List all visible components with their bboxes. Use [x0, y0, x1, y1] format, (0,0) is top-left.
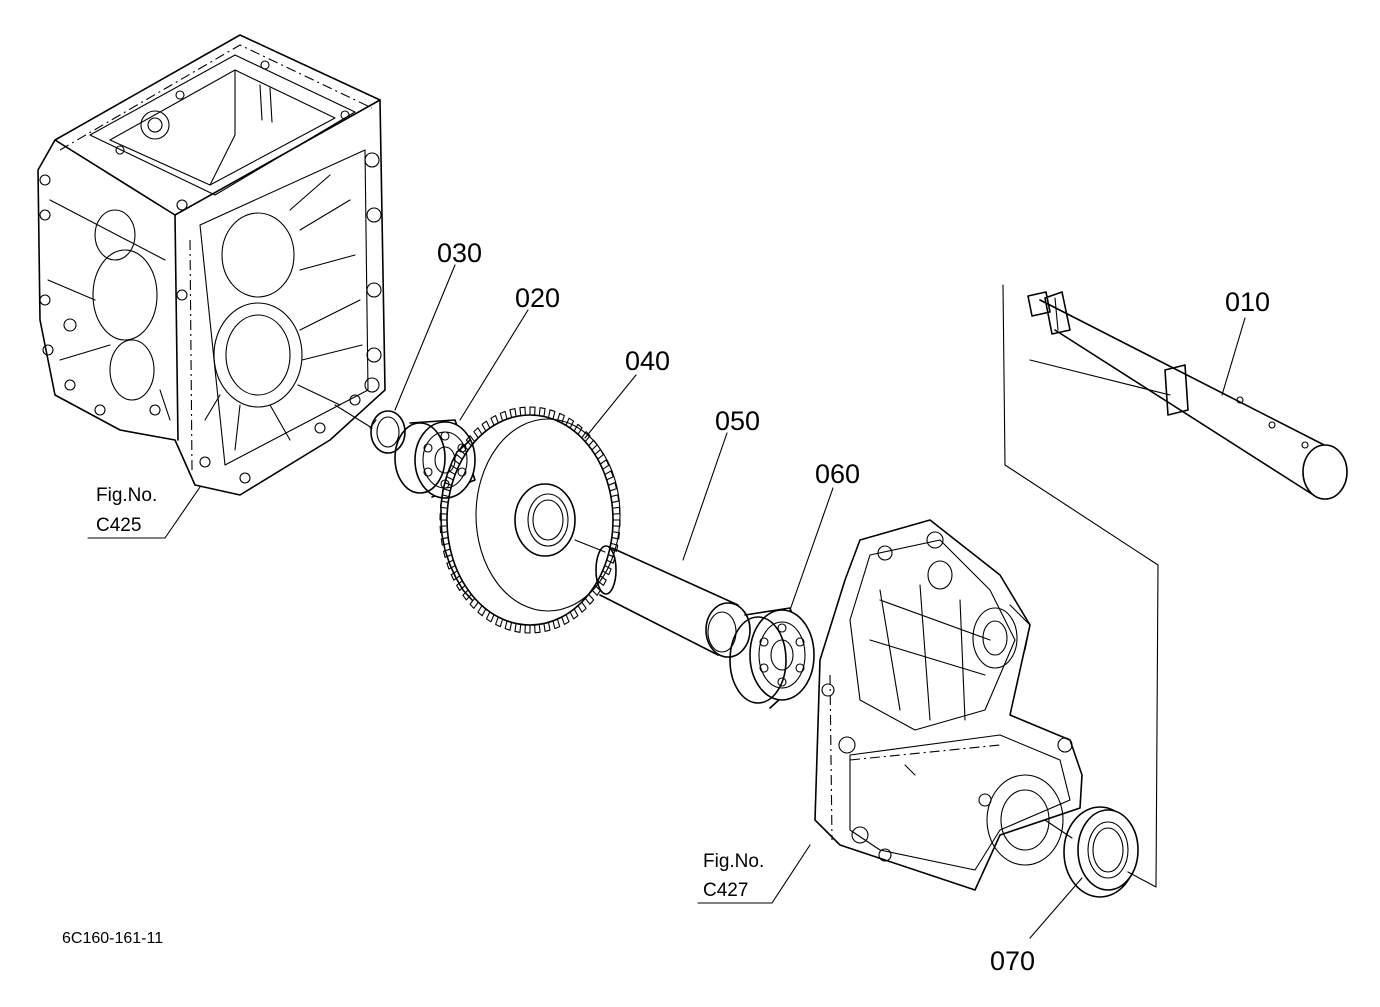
part-label-020: 020 [515, 283, 560, 313]
gear-tooth [611, 531, 620, 540]
part-010-shaft [1027, 291, 1348, 500]
gear-tooth [561, 614, 570, 625]
gear-tooth [591, 584, 601, 596]
gear-tooth [604, 470, 614, 481]
part-040-gear [439, 406, 621, 634]
gear-tooth [440, 537, 450, 546]
gear-tooth [499, 410, 508, 422]
gear-tooth [481, 420, 491, 432]
gear-tooth [446, 559, 456, 570]
part-label-060: 060 [815, 459, 860, 489]
gear-tooth [453, 454, 463, 465]
gear-tooth [599, 459, 610, 470]
gear-tooth [612, 519, 621, 527]
gear-tooth [477, 605, 487, 617]
gear-tooth [462, 589, 472, 601]
gear-tooth [495, 616, 504, 628]
gear-tooth [439, 525, 449, 534]
gear-tooth [509, 408, 517, 419]
part-030-snap-ring [369, 410, 406, 454]
gear-tooth [534, 623, 541, 634]
gear-tooth [610, 494, 620, 503]
gear-tooth [456, 580, 466, 592]
gear-tooth [514, 622, 522, 633]
figure-ref-c425-code: C425 [96, 515, 141, 536]
part-070-oil-seal [1063, 806, 1139, 898]
gear-tooth [565, 417, 575, 429]
gear-tooth [594, 448, 604, 460]
assembly-axis-lines [334, 284, 1159, 888]
gear-tooth [465, 435, 476, 447]
gear-tooth [439, 513, 448, 521]
gear-tooth [490, 415, 499, 426]
gear-tooth [597, 575, 607, 586]
gear-tooth [519, 406, 526, 417]
gear-tooth [538, 407, 546, 418]
gear-tooth [543, 621, 551, 632]
figure-ref-c425-title: Fig.No. [96, 485, 157, 506]
gear-tooth [573, 423, 583, 435]
part-020-bearing [394, 419, 476, 499]
part-060-bearing [729, 607, 815, 709]
gear-tooth [569, 608, 579, 620]
gear-tooth [584, 593, 595, 605]
gear-tooth [611, 506, 621, 515]
gear-tooth [504, 620, 513, 631]
gear-tooth [469, 597, 479, 609]
gear-tooth [450, 570, 461, 581]
gear-tooth [444, 476, 454, 486]
gear-tooth [602, 565, 612, 576]
gear-tooth [485, 611, 495, 623]
part-label-040: 040 [625, 346, 670, 376]
part-label-010: 010 [1225, 287, 1270, 317]
drawing-code: 6C160-161-11 [62, 930, 163, 947]
gear-tooth [459, 444, 469, 456]
figure-ref-c427-code: C427 [703, 880, 748, 901]
gear-tooth [556, 412, 565, 424]
gear-tooth [524, 624, 531, 634]
gear-tooth [606, 554, 616, 564]
rear-case-housing [814, 519, 1083, 891]
gear-tooth [609, 542, 619, 552]
leader-lines [87, 264, 1246, 939]
gear-tooth [473, 427, 483, 439]
gear-tooth [552, 618, 561, 630]
gear-tooth [441, 488, 451, 498]
figure-ref-c427-title: Fig.No. [703, 851, 764, 872]
gear-tooth [547, 409, 556, 420]
transmission-case-housing [37, 34, 386, 496]
gear-tooth [442, 548, 453, 558]
gear-tooth [529, 406, 536, 416]
part-label-070: 070 [990, 946, 1035, 976]
gear-tooth [448, 464, 458, 475]
gear-tooth [577, 601, 587, 613]
part-label-050: 050 [715, 406, 760, 436]
gear-tooth [607, 482, 618, 492]
part-050-sleeve [595, 545, 751, 658]
part-label-030: 030 [437, 238, 482, 268]
gear-tooth [588, 439, 598, 451]
gear-tooth [440, 500, 449, 509]
